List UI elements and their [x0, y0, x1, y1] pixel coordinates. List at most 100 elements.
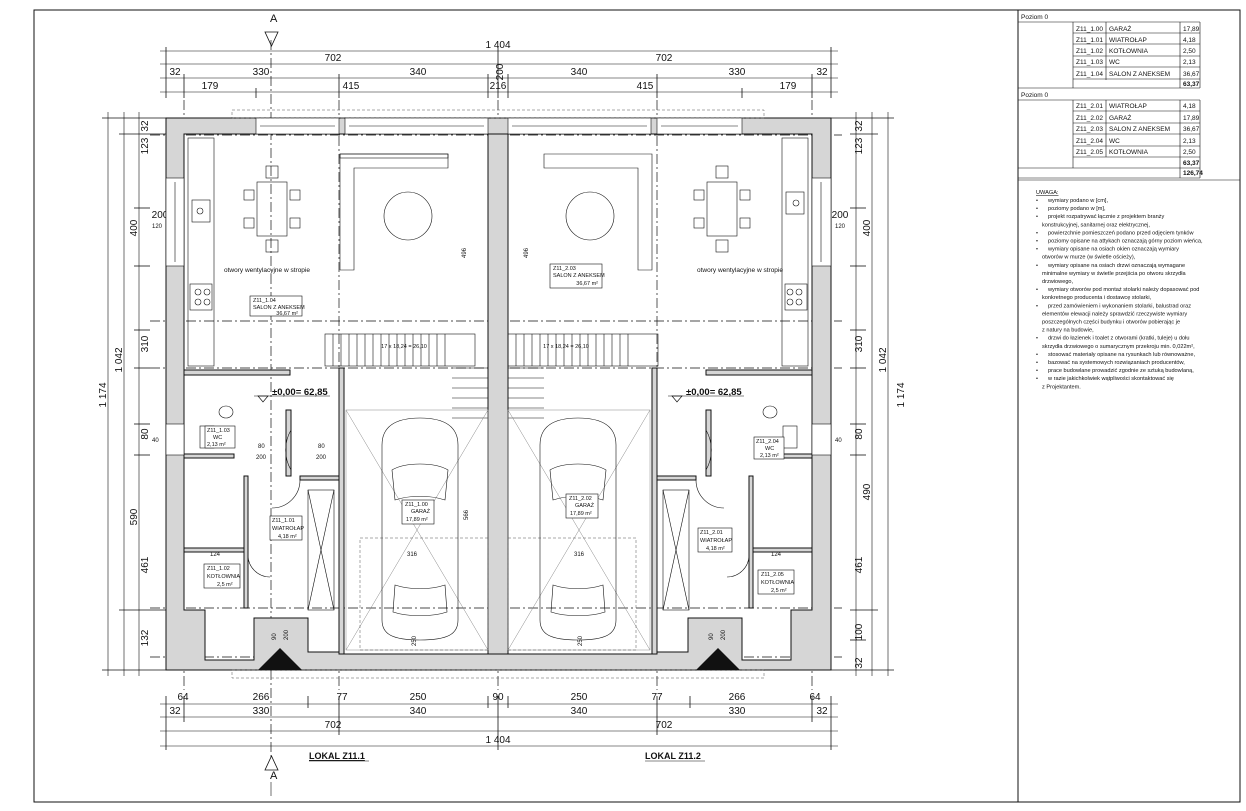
note-line: przed zamówieniem i wykonaniem stolarki,… [1048, 303, 1191, 309]
table-row: Z11_1.04 SALON Z ANEKSEM 36,67 [1076, 71, 1200, 78]
dim-top-row3: 415 [637, 81, 654, 92]
dining-table-left [243, 165, 301, 253]
note-line: konkretnego producenta i dostawcę stolar… [1042, 295, 1152, 301]
table-row: Z11_1.00 GARAŻ 17,89 [1076, 24, 1200, 33]
dim-top-total: 1 404 [485, 40, 510, 51]
note-bullet: • [1036, 230, 1038, 236]
note-line: wymiary opisane na osiach drzwi oznaczaj… [1047, 263, 1185, 269]
room-area: 36,67 m² [276, 311, 298, 317]
table-cell-area: 36,67 [1183, 71, 1200, 78]
section-marker-label-top: A [270, 13, 278, 25]
table-sum: 63,37 [1183, 160, 1200, 167]
dim-left-stack: 461 [140, 556, 151, 573]
room-name: GARAŻ [575, 502, 595, 509]
note-bullet: • [1036, 287, 1038, 293]
vents-note-right: otwory wentylacyjne w stropie [697, 267, 783, 274]
note-line: minimalne wymiary w świetle przejścia po… [1042, 271, 1187, 277]
car-icon [539, 417, 617, 641]
dim-left-total: 1 174 [98, 382, 109, 407]
table-cell-name: KOTŁOWNIA [1109, 48, 1149, 55]
partition [183, 369, 291, 376]
partition [705, 369, 813, 376]
inner-dim: 496 [524, 247, 530, 258]
table-cell-code: Z11_2.01 [1076, 103, 1103, 110]
window [165, 423, 185, 456]
elevation-label-left: ±0,00= 62,85 [272, 387, 328, 398]
dim-left-stack: 80 [140, 428, 151, 440]
partition [243, 475, 249, 609]
note-bullet: • [1036, 198, 1038, 204]
window [811, 423, 832, 456]
dim-left-mid: 1 042 [114, 347, 125, 372]
note-line: wymiary podano w [cm], [1047, 198, 1108, 204]
dim-right-total: 1 174 [896, 382, 907, 407]
dim-left: 1 174 1 042 400 590 32 123 200 310 80 46… [98, 112, 172, 676]
note-line: skrzydła drzwiowego o sumarycznym przekr… [1042, 344, 1195, 350]
kitchen-left [187, 137, 215, 367]
inner-dim: 124 [210, 552, 221, 558]
inner-dim: 120 [152, 224, 163, 230]
inner-dim: 40 [152, 438, 159, 444]
party-wall [487, 133, 509, 655]
dim-bottom-half-right: 702 [656, 720, 673, 731]
notes-block: UWAGA: •wymiary podano w [cm],•poziomy p… [1036, 190, 1203, 390]
dim-right-stack: 100 [854, 623, 865, 640]
dim-bottom-row1: 64 [177, 692, 189, 703]
dim-bottom-total: 1 404 [485, 735, 510, 746]
note-bullet: • [1036, 214, 1038, 220]
dim-right-upper: 400 [862, 219, 873, 236]
dim-bottom-row1: 77 [336, 692, 348, 703]
dim-right-stack: 32 [854, 120, 865, 132]
table-cell-name: WC [1109, 59, 1120, 66]
note-line: bazować na systemowych rozwiązaniach pro… [1048, 360, 1185, 366]
note-line: otworów w murze (w świetle ościeży), [1042, 255, 1136, 261]
inner-dim: 80 [258, 444, 265, 450]
table-cell-name: WIATROŁAP [1109, 103, 1147, 110]
overhang [231, 669, 765, 679]
room-name: SALON Z ANEKSEM [253, 305, 305, 311]
partition [751, 547, 813, 553]
room-code: Z11_1.03 [207, 428, 230, 434]
inner-dim: 316 [574, 552, 585, 558]
section-marker-label-bottom: A [270, 770, 278, 782]
table-cell-code: Z11_2.03 [1076, 126, 1103, 133]
room-area: 2,13 m² [760, 453, 779, 459]
note-line: stosować materiały opisane na rysunkach … [1048, 352, 1196, 358]
table-total: 126,74 [1183, 170, 1203, 177]
dim-left-stack: 123 [140, 137, 151, 154]
dim-top-half-right: 702 [656, 53, 673, 64]
inner-dims: 80 200 80 200 124 124 316 316 496 496 56… [152, 224, 846, 646]
garage-wall-left [338, 367, 345, 655]
table-cell-name: SALON Z ANEKSEM [1109, 71, 1170, 78]
table-row: Z11_2.04 WC 2,13 [1076, 138, 1196, 145]
partition [656, 475, 697, 481]
sheet-frame [33, 9, 1241, 803]
table-cell-area: 2,50 [1183, 149, 1196, 156]
room-name: SALON Z ANEKSEM [553, 273, 605, 279]
table-cell-code: Z11_1.04 [1076, 71, 1103, 78]
note-line: w razie jakichkolwiek wątpliwości skonta… [1047, 376, 1174, 382]
dim-top: 1 404 702 702 32 330 340 200 340 330 32 … [160, 40, 838, 98]
room-name: GARAŻ [411, 508, 431, 515]
dim-bottom: 64 266 77 250 90 250 77 266 64 32 330 34… [160, 692, 838, 750]
room-label-z11-2-04: Z11_2.04 WC 2,13 m² [753, 436, 785, 460]
inner-dim: 80 [318, 444, 325, 450]
dim-right: 1 174 1 042 400 490 32 123 200 310 80 46… [826, 112, 907, 676]
inner-dim: 250 [412, 635, 418, 646]
room-area: 17,89 m² [570, 511, 592, 517]
table-cell-code: Z11_1.02 [1076, 48, 1103, 55]
room-label-z11-2-05: Z11_2.05 KOTŁOWNIA 2,5 m² [757, 569, 794, 595]
note-bullet: • [1036, 206, 1038, 212]
dim-bottom-row1: 77 [651, 692, 663, 703]
note-bullet: • [1036, 376, 1038, 382]
table-row: Z11_1.02 KOTŁOWNIA 2,50 [1076, 48, 1196, 55]
room-label-z11-1-03: Z11_1.03 WC 2,13 m² [204, 425, 236, 449]
table-row: Z11_2.03 SALON Z ANEKSEM 36,67 [1076, 126, 1200, 133]
room-area: 2,5 m² [771, 588, 787, 594]
entrance-arrow-right [696, 648, 740, 670]
room-name: WIATROŁAP [272, 526, 304, 532]
room-code: Z11_2.05 [761, 572, 784, 578]
garage-right [507, 409, 651, 651]
note-bullet: • [1036, 247, 1038, 253]
